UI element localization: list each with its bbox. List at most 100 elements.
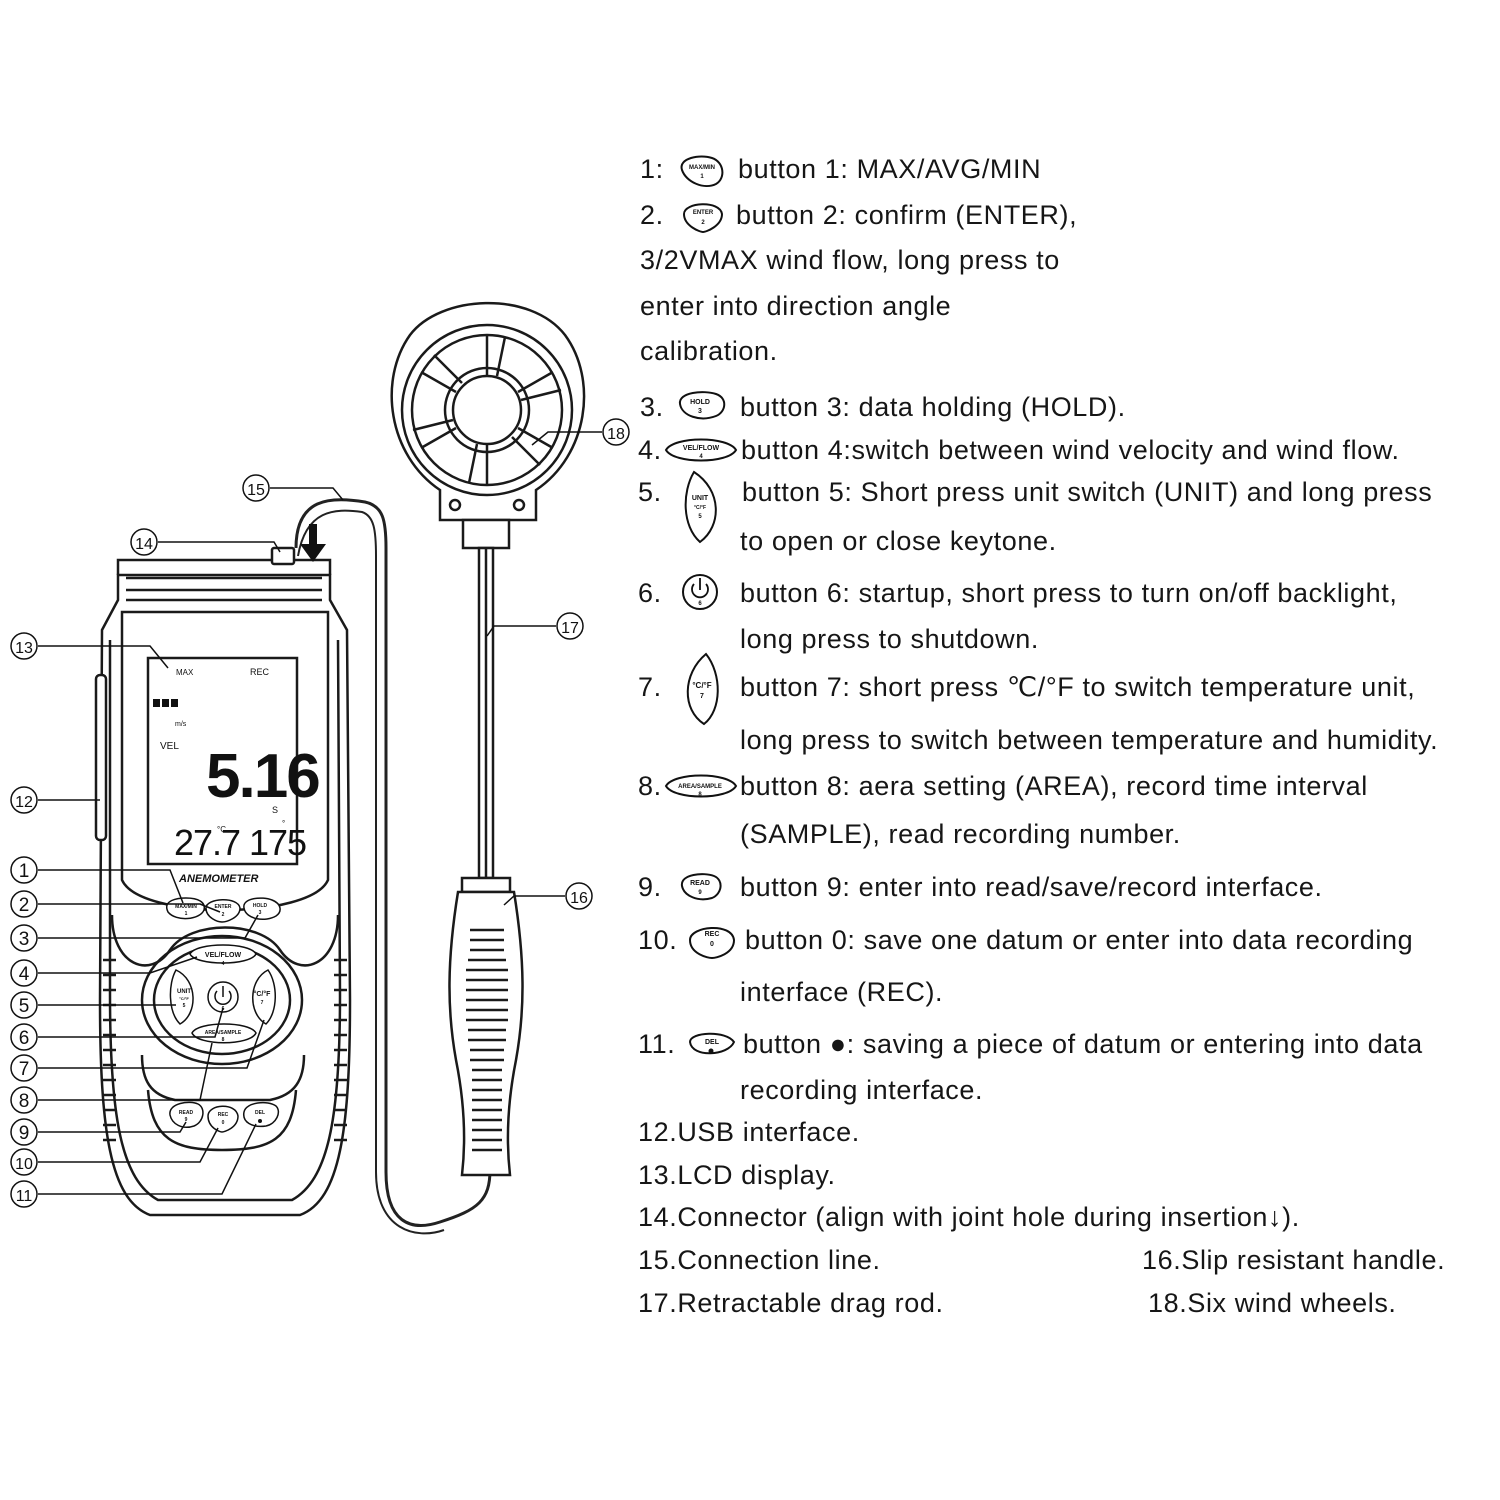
lcd-mode-label: VEL: [160, 741, 179, 752]
legend-4-text: button 4:switch between wind velocity an…: [741, 435, 1400, 465]
svg-text:12: 12: [15, 794, 33, 811]
svg-text:°C/°F: °C/°F: [254, 990, 272, 998]
svg-text:MAX/MIN: MAX/MIN: [689, 165, 715, 171]
key-del[interactable]: DEL: [243, 1101, 280, 1128]
callout-18: 18: [602, 418, 630, 446]
svg-text:7: 7: [19, 1059, 30, 1080]
svg-text:°C/°F: °C/°F: [179, 996, 189, 1001]
svg-text:14: 14: [135, 536, 153, 553]
svg-text:4: 4: [19, 964, 30, 985]
svg-text:REC: REC: [705, 931, 720, 938]
key-unit[interactable]: UNIT °C/°F 5: [169, 969, 194, 1025]
svg-text:18: 18: [607, 426, 625, 443]
legend-8-line-2: (SAMPLE), read recording number.: [740, 819, 1181, 849]
svg-text:13: 13: [15, 640, 33, 657]
legend-6-number: 6.: [638, 578, 662, 608]
svg-text:MAX/MIN: MAX/MIN: [175, 904, 197, 910]
legend-5-number: 5.: [638, 477, 662, 507]
svg-text:DEL: DEL: [255, 1110, 265, 1116]
lcd-temperature-unit: °C: [217, 825, 226, 834]
legend-15: 15.Connection line.: [638, 1245, 881, 1275]
svg-text:REC: REC: [218, 1112, 229, 1118]
svg-text:8: 8: [698, 792, 702, 798]
legend-key-unit-icon: UNIT °C/°F 5: [684, 470, 717, 544]
legend-18: 18.Six wind wheels.: [1148, 1288, 1397, 1318]
callout-5: 5: [10, 991, 38, 1019]
callout-11: 11: [10, 1180, 38, 1208]
legend-key-temp-unit-icon: °C/°F 7: [686, 652, 719, 726]
legend-1-text: button 1: MAX/AVG/MIN: [738, 154, 1042, 184]
svg-text:HOLD: HOLD: [690, 399, 710, 406]
svg-text:9: 9: [19, 1123, 30, 1144]
legend-9-number: 9.: [638, 872, 662, 902]
key-hold[interactable]: HOLD 3: [243, 897, 281, 921]
svg-text:0: 0: [222, 1120, 225, 1126]
key-power[interactable]: 6: [207, 981, 239, 1013]
legend-key-power-icon: 6: [682, 574, 718, 610]
svg-text:5: 5: [19, 996, 30, 1017]
svg-text:1: 1: [700, 174, 704, 180]
svg-text:°C/°F: °C/°F: [694, 505, 706, 511]
svg-text:16: 16: [570, 890, 588, 907]
key-rec[interactable]: REC 0: [207, 1105, 239, 1133]
legend-10-line-2: interface (REC).: [740, 977, 944, 1007]
lcd-angle-reading: 175: [249, 822, 306, 863]
svg-text:2: 2: [19, 895, 30, 916]
callout-13: 13: [10, 632, 38, 660]
svg-text:10: 10: [15, 1156, 33, 1173]
legend-8-number: 8.: [638, 771, 662, 801]
callout-10: 10: [10, 1148, 38, 1176]
svg-text:VEL/FLOW: VEL/FLOW: [683, 445, 720, 452]
key-read[interactable]: READ 9: [169, 1101, 204, 1128]
svg-text:7: 7: [700, 693, 704, 700]
svg-text:6: 6: [698, 601, 702, 607]
key-max-min[interactable]: MAX/MIN 1: [165, 897, 206, 920]
legend-7-number: 7.: [638, 672, 662, 702]
legend-11-line-2: recording interface.: [740, 1075, 984, 1105]
down-arrow-icon: [300, 524, 326, 562]
legend-key-rec-icon: REC 0: [688, 926, 736, 960]
svg-text:8: 8: [222, 1037, 225, 1043]
lcd-main-reading: 5.16: [206, 742, 319, 811]
svg-text:9: 9: [185, 1117, 188, 1123]
svg-text:5: 5: [698, 514, 702, 520]
svg-text:HOLD: HOLD: [253, 903, 268, 909]
svg-text:15: 15: [247, 482, 265, 499]
legend-5-line-2: to open or close keytone.: [740, 526, 1057, 556]
legend-6-line-2: long press to shutdown.: [740, 624, 1039, 654]
legend-key-del-icon: DEL: [688, 1032, 736, 1055]
key-area-sample[interactable]: AREA/SAMPLE 8: [191, 1023, 257, 1044]
legend-3-text: button 3: data holding (HOLD).: [740, 392, 1126, 422]
legend-2-line-3: enter into direction angle: [640, 291, 952, 321]
meter-body: [94, 546, 352, 1217]
wind-wheel-head: [390, 301, 586, 522]
legend-12: 12.USB interface.: [638, 1117, 860, 1147]
svg-text:9: 9: [698, 890, 702, 896]
callout-9: 9: [10, 1118, 38, 1146]
legend-10-number: 10.: [638, 925, 678, 955]
brand-label: ANEMOMETER: [178, 873, 259, 885]
lcd-angle-unit: °: [282, 819, 285, 828]
key-temp-unit[interactable]: °C/°F 7: [252, 969, 276, 1025]
legend-7-line-2: long press to switch between temperature…: [740, 725, 1439, 755]
svg-text:11: 11: [16, 1188, 33, 1205]
svg-text:3: 3: [19, 929, 30, 950]
svg-text:1: 1: [19, 861, 30, 882]
callout-7: 7: [10, 1054, 38, 1082]
callout-16: 16: [565, 882, 593, 910]
key-enter[interactable]: ENTER 2: [205, 899, 241, 923]
svg-text:4: 4: [222, 961, 225, 967]
legend-1-number: 1:: [640, 154, 664, 184]
svg-text:8: 8: [19, 1091, 30, 1112]
legend-2-line-2: 3/2VMAX wind flow, long press to: [640, 245, 1060, 275]
legend-2-text: button 2: confirm (ENTER),: [736, 200, 1078, 230]
svg-text:5: 5: [183, 1003, 186, 1009]
callout-15: 15: [242, 474, 270, 502]
legend-9-text: button 9: enter into read/save/record in…: [740, 872, 1323, 902]
svg-text:7: 7: [261, 1000, 264, 1006]
svg-text:6: 6: [19, 1028, 30, 1049]
callout-8: 8: [10, 1086, 38, 1114]
connection-line: [294, 498, 492, 1227]
svg-text:3: 3: [259, 910, 262, 916]
key-vel-flow[interactable]: VEL/FLOW 4: [189, 944, 257, 967]
